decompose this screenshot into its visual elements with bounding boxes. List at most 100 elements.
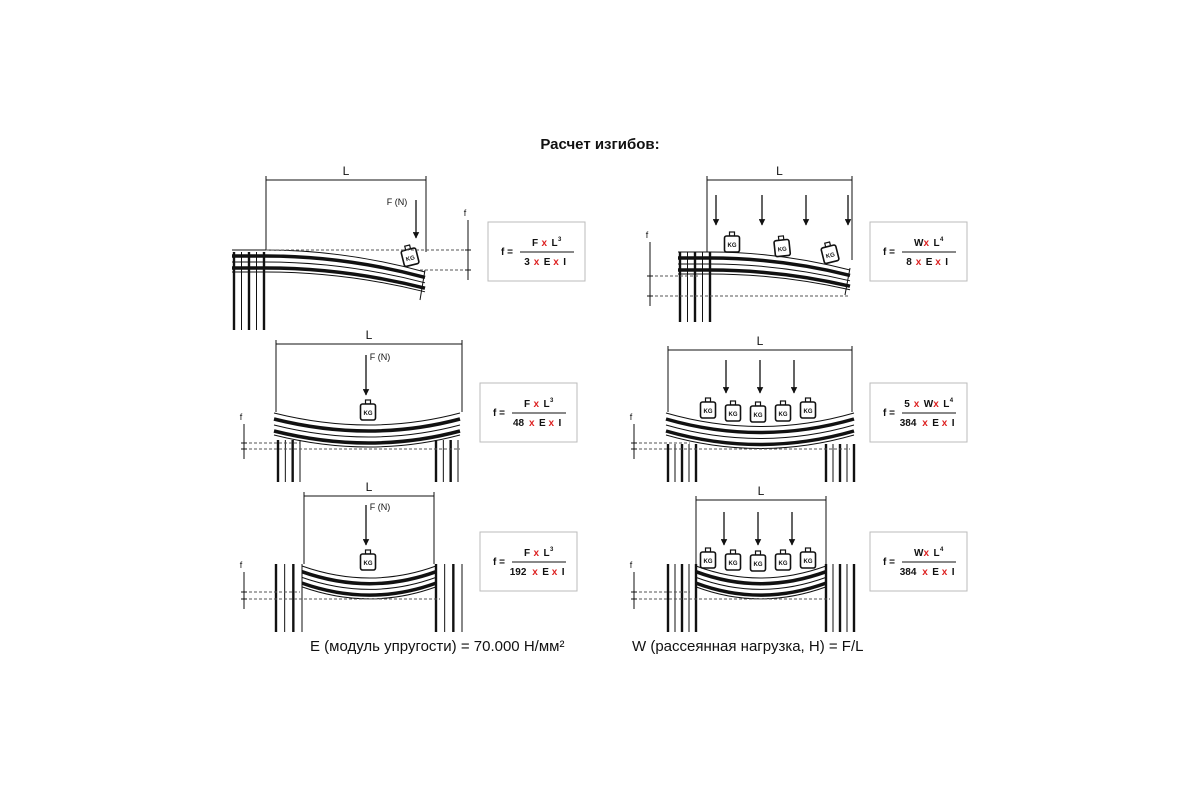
weight-block: KG: [699, 397, 717, 419]
deflection-marker: f: [630, 412, 637, 459]
formula-times: x: [534, 257, 540, 268]
weight-label: KG: [364, 561, 373, 567]
weight-label: KG: [729, 412, 738, 418]
formula-times: x: [935, 257, 941, 268]
formula-exponent: 4: [940, 237, 944, 243]
formula-term: L: [943, 399, 949, 410]
weight-body: [820, 244, 840, 265]
weight-block: KG: [774, 549, 792, 571]
weight-body: [724, 553, 742, 571]
formula-equals: f =: [883, 247, 895, 258]
weight-label: KG: [779, 412, 788, 418]
weight-label: KG: [754, 413, 763, 419]
weight-block: KG: [749, 401, 767, 423]
formula-term: F: [524, 399, 530, 410]
weight-block: KG: [724, 400, 742, 422]
weight-body: [774, 404, 792, 422]
deflection-label: f: [464, 208, 467, 218]
weight-body: [799, 401, 817, 419]
beam-layer: [301, 576, 437, 590]
length-dimension: L: [706, 164, 853, 184]
beam-layer: [678, 273, 851, 291]
weight-block: KG: [723, 231, 741, 253]
beam-profile: [232, 249, 426, 293]
formula-times: x: [549, 418, 555, 429]
formula-times: x: [534, 399, 540, 410]
length-label: L: [758, 484, 765, 498]
force-label: F (N): [370, 502, 391, 512]
length-dimension: L: [275, 328, 463, 348]
weight-body: [724, 404, 742, 422]
force-label: F (N): [387, 197, 408, 207]
weight-body: [699, 401, 717, 419]
weight-block: KG: [400, 244, 420, 268]
beam-layer: [273, 417, 461, 433]
weight-block: KG: [699, 547, 717, 569]
weight-block: KG: [799, 547, 817, 569]
formula-times: x: [552, 567, 558, 578]
formula-term: 3: [524, 257, 530, 268]
weight-label: KG: [704, 559, 713, 565]
weight-label: KG: [754, 562, 763, 568]
weight-label: KG: [728, 243, 737, 249]
length-dimension: L: [265, 164, 427, 184]
length-label: L: [366, 328, 373, 342]
formula-times: x: [942, 418, 948, 429]
beam-layer: [665, 424, 855, 439]
weight-block: KG: [359, 399, 377, 421]
beam-profile: [678, 251, 851, 291]
formula-term: E: [932, 567, 939, 578]
weight-block: KG: [773, 235, 792, 258]
weight-body: [774, 553, 792, 571]
weight-body: [773, 238, 792, 258]
beam-layer: [678, 263, 851, 282]
formula-times: x: [924, 238, 930, 249]
formula-term: W: [924, 399, 934, 410]
formula-term: E: [539, 418, 546, 429]
formula-equals: f =: [501, 247, 513, 258]
length-label: L: [366, 480, 373, 494]
support-post: [824, 564, 856, 632]
beam-layer: [665, 412, 855, 427]
formula-times: x: [922, 418, 928, 429]
weight-body: [723, 235, 741, 253]
formula-times: x: [553, 257, 559, 268]
support-post: [434, 564, 463, 632]
beam-profile: [665, 412, 855, 449]
formula-times: x: [922, 567, 928, 578]
formula-times: x: [942, 567, 948, 578]
weight-label: KG: [364, 411, 373, 417]
weight-block: KG: [774, 400, 792, 422]
beam-layer: [695, 570, 827, 586]
formula-term: L: [544, 548, 550, 559]
formula-term: 48: [513, 418, 525, 429]
beam-layer: [301, 581, 437, 597]
weight-body: [749, 554, 767, 572]
support-post: [666, 564, 698, 632]
formula-term: E: [932, 418, 939, 429]
formula-times: x: [542, 238, 548, 249]
formula-exponent: 4: [950, 398, 954, 404]
weight-label: KG: [704, 409, 713, 415]
formula-term: I: [945, 257, 948, 268]
formula-term: E: [542, 567, 549, 578]
formula-term: W: [914, 548, 924, 559]
weight-label: KG: [778, 247, 788, 254]
weight-label: KG: [729, 561, 738, 567]
formula-term: 384: [900, 567, 917, 578]
formula-exponent: 4: [940, 547, 944, 553]
beam-layer: [232, 261, 426, 284]
formula-term: 384: [900, 418, 917, 429]
weight-body: [749, 405, 767, 423]
length-dimension: L: [667, 334, 853, 354]
length-dimension: L: [303, 480, 435, 500]
footer-modulus: E (модуль упругости) = 70.000 Н/мм²: [310, 638, 565, 655]
length-label: L: [757, 334, 764, 348]
beam-layer: [678, 251, 851, 271]
formula-equals: f =: [493, 408, 505, 419]
weight-label: KG: [405, 255, 416, 263]
support-post: [678, 252, 712, 322]
